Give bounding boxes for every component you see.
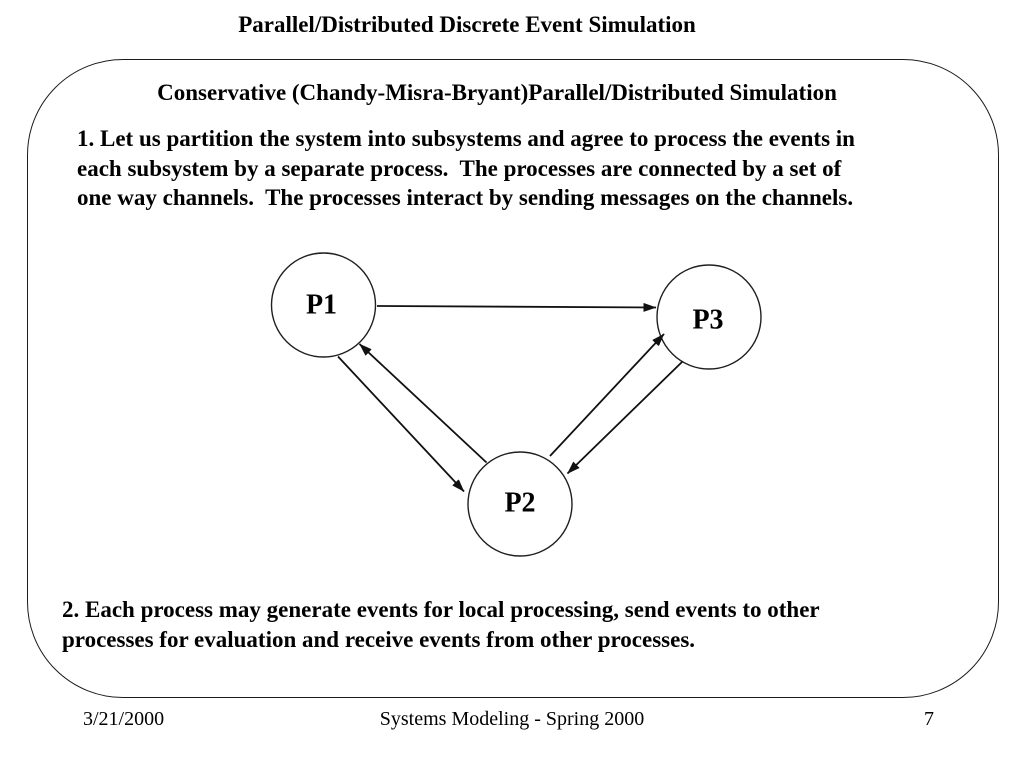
paragraph-2: 2. Each process may generate events for … <box>62 595 820 654</box>
process-node-p1-label: P1 <box>306 290 337 321</box>
edge-p1-to-p3 <box>376 302 657 312</box>
paragraph-2-line-2: processes for evaluation and receive eve… <box>62 626 696 652</box>
paragraph-1-line-1: 1. Let us partition the system into subs… <box>77 126 855 151</box>
edge-p2-to-p1 <box>358 343 488 464</box>
slide-title: Parallel/Distributed Discrete Event Simu… <box>238 12 696 37</box>
paragraph-1: 1. Let us partition the system into subs… <box>77 124 855 213</box>
edge-p3-to-p2 <box>566 360 684 475</box>
paragraph-1-line-2: each subsystem by a separate process. Th… <box>77 155 842 181</box>
process-node-p1 <box>270 252 377 358</box>
process-node-p2 <box>467 451 573 557</box>
process-node-p3-label: P3 <box>692 305 723 336</box>
slide-subtitle: Conservative (Chandy-Misra-Bryant)Parall… <box>157 80 837 105</box>
slide-body-frame <box>27 59 999 698</box>
process-node-p3 <box>656 264 762 370</box>
footer-course-label: Systems Modeling - Spring 2000 <box>379 708 645 730</box>
paragraph-1-line-3: one way channels. The processes interact… <box>77 185 854 210</box>
footer-date: 3/21/2000 <box>83 708 165 730</box>
edge-p1-to-p2 <box>337 355 465 493</box>
edge-p2-to-p3 <box>549 333 665 457</box>
footer-page-number: 7 <box>924 708 934 730</box>
paragraph-2-line-1: 2. Each process may generate events for … <box>62 597 820 622</box>
process-node-p2-label: P2 <box>504 488 535 519</box>
